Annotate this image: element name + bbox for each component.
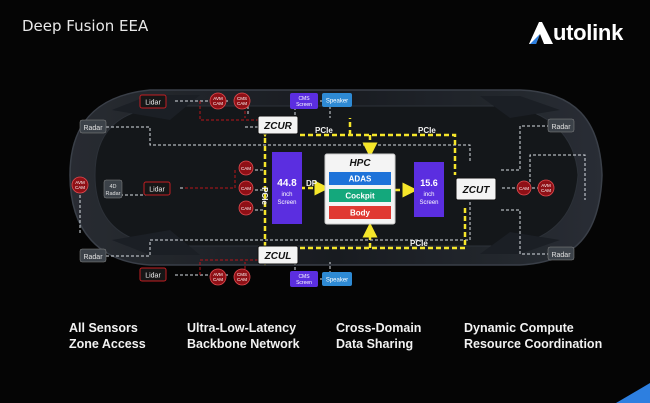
link-labels: PCIe PCIe PCIe PCIe DP [260,126,436,248]
hpc-module-body: Body [350,209,371,218]
svg-text:CAM: CAM [237,277,247,282]
logo-text: utolink [553,20,624,45]
cms-screen-bottom-line1: CMS [298,274,310,280]
cms-cam-top: CMS CAM [233,92,251,110]
svg-text:CMS: CMS [237,96,247,101]
speaker-top-label: Speaker [326,99,348,105]
feature-4-line-1: Dynamic Compute [464,321,574,335]
cam-mid-1: CAM [238,160,254,176]
cms-screen-top-line1: CMS [298,96,310,102]
svg-text:CAM: CAM [519,186,529,191]
avm-cam-top-1: AVM CAM [209,92,227,110]
dp-label: DP [306,179,318,188]
speaker-bottom-label: Speaker [326,278,348,284]
cam-rear: CAM [516,180,532,196]
feature-compute-coordination: Dynamic Compute Resource Coordination [464,320,602,352]
hpc-title: HPC [349,158,371,169]
svg-text:CAM: CAM [213,101,223,106]
pcie-label-vertical: PCIe [260,187,269,205]
screen-left-label: Screen [277,200,296,206]
lidar-bottom-label: Lidar [145,273,161,280]
pcie-label-bottom: PCIe [410,239,428,248]
feature-2-line-2: Backbone Network [187,337,300,351]
svg-text:CAM: CAM [75,185,85,190]
svg-text:CAM: CAM [241,166,251,171]
feature-1-line-1: All Sensors [69,321,138,335]
screen-right-label: Screen [419,200,438,206]
screen-left-unit: inch [281,192,292,198]
svg-text:CAM: CAM [241,206,251,211]
avm-cam-bottom: AVM CAM [209,268,227,286]
zcul-label: ZCUL [264,251,292,262]
hpc-module-cockpit: Cockpit [345,192,375,201]
svg-text:CAM: CAM [241,186,251,191]
cms-cam-bottom: CMS CAM [233,268,251,286]
hpc-module-adas: ADAS [349,175,372,184]
feature-backbone-network: Ultra-Low-Latency Backbone Network [187,320,300,352]
svg-text:CAM: CAM [541,188,551,193]
svg-text:AVM: AVM [541,183,551,188]
screens: 44.8 inch Screen 15.6 inch Screen [272,152,444,224]
autolink-logo: utolink [527,20,623,46]
radar-front-right-label: Radar [551,124,571,131]
camera-sensors: AVM CAM CMS CAM AVM CAM CMS CAM AVM [71,92,555,286]
feature-sensor-access: All Sensors Zone Access [69,320,146,352]
avm-cam-rear: AVM CAM [537,179,555,197]
hpc-unit: HPC ADAS Cockpit Body [324,153,396,225]
cam-mid-2: CAM [238,180,254,196]
radar-front-left-label: Radar [83,125,103,132]
radar-rear-left-label: Radar [83,254,103,261]
svg-text:CAM: CAM [237,101,247,106]
radar-rear-right-label: Radar [551,252,571,259]
svg-text:AVM: AVM [75,180,85,185]
zcur-label: ZCUR [263,121,293,132]
feature-2-line-1: Ultra-Low-Latency [187,321,297,335]
feature-1-line-2: Zone Access [69,337,146,351]
radar-4d-line1: 4D [109,184,116,190]
svg-text:AVM: AVM [213,272,223,277]
cms-screen-top-line2: Screen [296,102,312,108]
pcie-label-top-right: PCIe [418,126,436,135]
lidar-boxes: Lidar Lidar Lidar [139,94,171,282]
pcie-label-top-left: PCIe [315,126,333,135]
screen-left-size: 44.8 [277,178,297,189]
cam-mid-3: CAM [238,200,254,216]
page-title: Deep Fusion EEA [22,17,149,35]
backbone-network [257,118,467,266]
feature-3-line-1: Cross-Domain [336,321,422,335]
svg-text:AVM: AVM [213,96,223,101]
zone-controllers: ZCUR ZCUL ZCUT [257,115,497,265]
corner-accent [616,383,650,403]
cms-screen-bottom-line2: Screen [296,280,312,286]
radar-boxes: Radar Radar Radar Radar 4D Radar [79,118,575,263]
svg-text:CMS: CMS [237,272,247,277]
svg-text:CAM: CAM [213,277,223,282]
feature-data-sharing: Cross-Domain Data Sharing [336,320,421,352]
screen-right-unit: inch [423,192,434,198]
logo-a-icon [529,22,553,44]
feature-4-line-2: Resource Coordination [464,337,603,351]
zcut-label: ZCUT [462,185,491,196]
lidar-top-label: Lidar [145,100,161,107]
screen-right-size: 15.6 [420,178,438,188]
cms-and-speaker: CMS Screen Speaker CMS Screen Speaker [290,93,352,287]
radar-4d-line2: Radar [106,191,121,197]
avm-cam-front: AVM CAM [71,176,89,194]
feature-3-line-2: Data Sharing [336,337,414,351]
lidar-mid-label: Lidar [149,187,165,194]
